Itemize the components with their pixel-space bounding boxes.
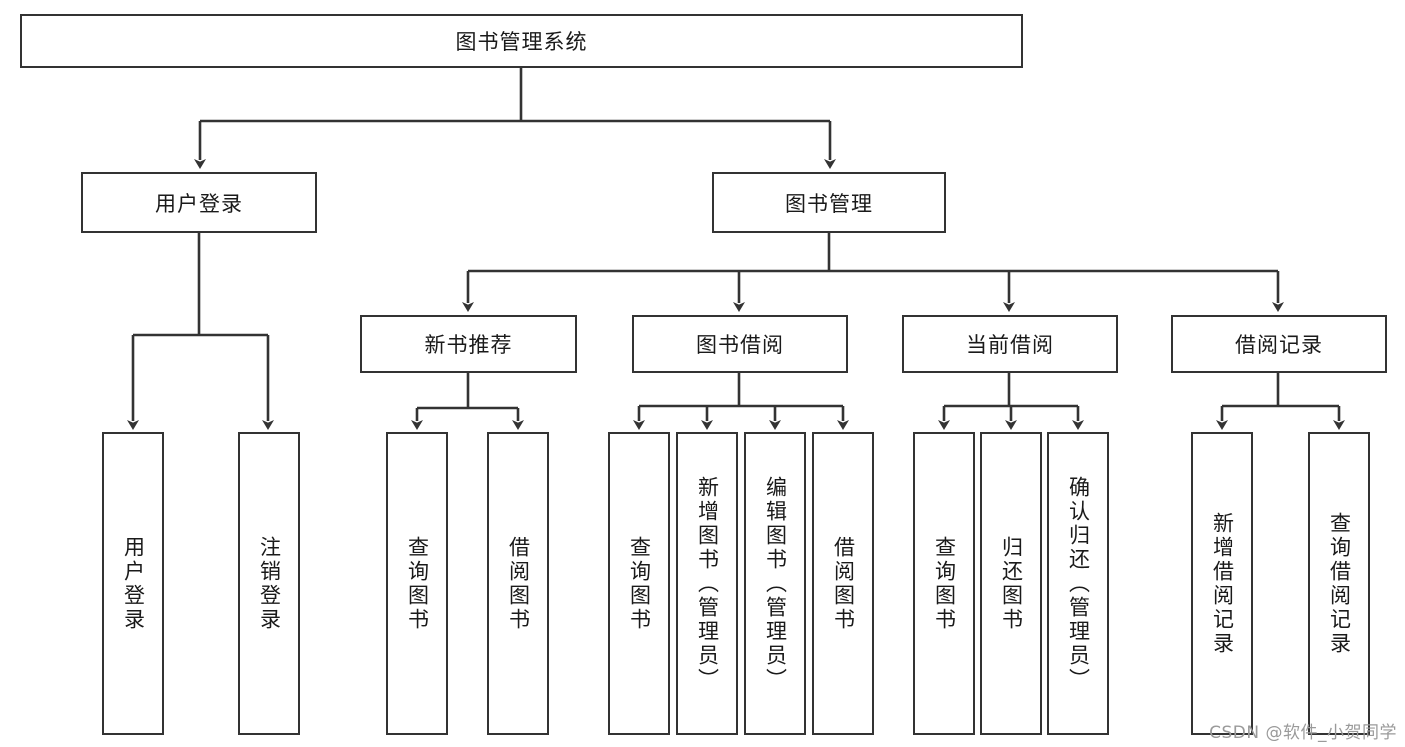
node-new-book-recommend[interactable]: 新书推荐: [360, 315, 577, 373]
node-leaf-query-record[interactable]: 查询借阅记录: [1308, 432, 1370, 735]
node-leaf-logout[interactable]: 注销登录: [238, 432, 300, 735]
node-leaf-query-book-1[interactable]: 查询图书: [386, 432, 448, 735]
node-leaf-query-record-label: 查询借阅记录: [1327, 511, 1352, 656]
csdn-watermark: CSDN @软件_小贺同学: [1209, 723, 1397, 743]
node-root-label: 图书管理系统: [455, 30, 588, 54]
node-leaf-borrow-book-1[interactable]: 借阅图书: [487, 432, 549, 735]
node-leaf-user-login-label: 用户登录: [121, 535, 146, 632]
node-user-login[interactable]: 用户登录: [81, 172, 317, 233]
node-leaf-add-book-label: 新增图书（管理员）: [695, 475, 720, 692]
node-leaf-borrow-book-1-label: 借阅图书: [506, 535, 531, 632]
node-borrow-record-label: 借阅记录: [1235, 333, 1323, 357]
node-leaf-add-record[interactable]: 新增借阅记录: [1191, 432, 1253, 735]
node-leaf-edit-book-label: 编辑图书（管理员）: [763, 475, 788, 692]
node-leaf-add-record-label: 新增借阅记录: [1210, 511, 1235, 656]
node-leaf-add-book[interactable]: 新增图书（管理员）: [676, 432, 738, 735]
node-leaf-query-book-3[interactable]: 查询图书: [913, 432, 975, 735]
node-user-login-label: 用户登录: [155, 191, 243, 216]
node-leaf-query-book-3-label: 查询图书: [932, 535, 957, 632]
node-leaf-confirm-return-label: 确认归还（管理员）: [1066, 475, 1091, 692]
node-book-management-label: 图书管理: [785, 191, 873, 216]
node-leaf-confirm-return[interactable]: 确认归还（管理员）: [1047, 432, 1109, 735]
node-leaf-logout-label: 注销登录: [257, 535, 282, 632]
node-book-borrow[interactable]: 图书借阅: [632, 315, 848, 373]
node-borrow-record[interactable]: 借阅记录: [1171, 315, 1387, 373]
node-leaf-query-book-1-label: 查询图书: [405, 535, 430, 632]
node-current-borrow-label: 当前借阅: [966, 333, 1054, 357]
node-leaf-return-book-label: 归还图书: [999, 535, 1024, 632]
node-leaf-user-login[interactable]: 用户登录: [102, 432, 164, 735]
node-book-management[interactable]: 图书管理: [712, 172, 946, 233]
node-book-borrow-label: 图书借阅: [696, 333, 784, 357]
node-leaf-query-book-2-label: 查询图书: [627, 535, 652, 632]
node-current-borrow[interactable]: 当前借阅: [902, 315, 1118, 373]
node-leaf-borrow-book-2-label: 借阅图书: [831, 535, 856, 632]
node-leaf-borrow-book-2[interactable]: 借阅图书: [812, 432, 874, 735]
node-leaf-edit-book[interactable]: 编辑图书（管理员）: [744, 432, 806, 735]
node-new-book-recommend-label: 新书推荐: [424, 333, 513, 357]
node-root[interactable]: 图书管理系统: [20, 14, 1023, 68]
node-leaf-return-book[interactable]: 归还图书: [980, 432, 1042, 735]
node-leaf-query-book-2[interactable]: 查询图书: [608, 432, 670, 735]
